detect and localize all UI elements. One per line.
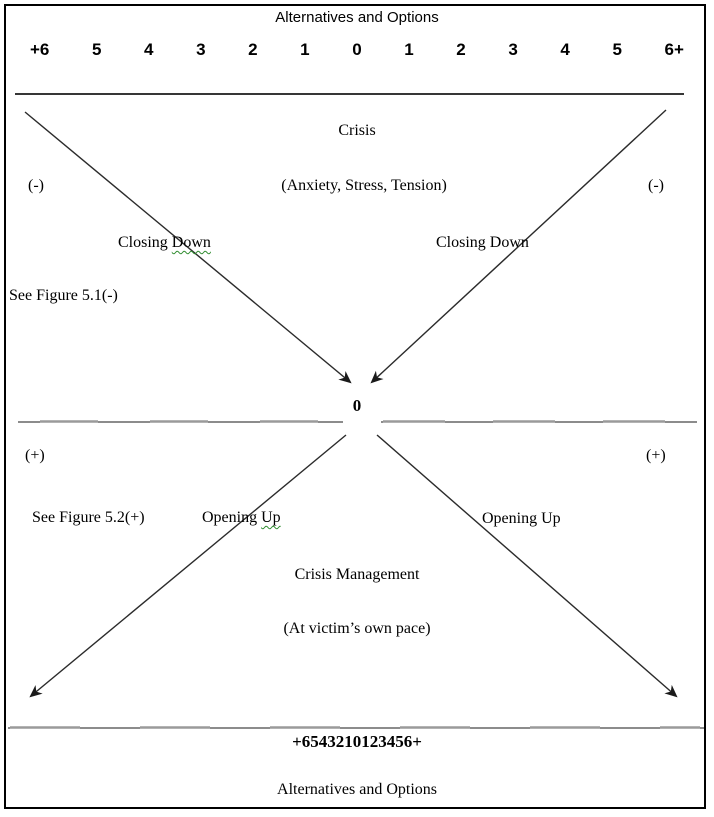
opening-up-left-prefix: Opening: [202, 509, 262, 526]
lower-right-diagonal-arrow: [376, 434, 678, 698]
scale-tick: 3: [508, 40, 518, 59]
closing-down-left-misspelled-word: Down: [171, 234, 211, 251]
plus-sign-right: (+): [646, 447, 666, 464]
minus-sign-right: (-): [648, 177, 664, 194]
closing-down-left-prefix: Closing: [118, 234, 172, 251]
scale-tick: 6+: [664, 40, 684, 59]
scale-tick: 4: [144, 40, 154, 59]
plus-sign-left: (+): [25, 447, 45, 464]
scale-tick: 1: [404, 40, 414, 59]
crisis-sub-label: (Anxiety, Stress, Tension): [281, 177, 447, 194]
crisis-management-sub-label: (At victim’s own pace): [283, 620, 431, 637]
scale-tick: 2: [248, 40, 258, 59]
crisis-label: Crisis: [338, 122, 376, 139]
lower-left-diagonal-arrow: [29, 434, 347, 698]
crisis-management-label: Crisis Management: [294, 566, 420, 583]
upper-right-diagonal-arrow: [370, 109, 667, 384]
scale-tick: +6: [30, 40, 50, 59]
zero-origin-label: 0: [352, 396, 362, 415]
scale-tick: 5: [612, 40, 622, 59]
closing-down-right-label: Closing Down: [436, 234, 529, 251]
see-figure-52-label: See Figure 5.2(+): [32, 509, 145, 526]
see-figure-51-label: See Figure 5.1(-): [9, 287, 118, 304]
top-title: Alternatives and Options: [275, 9, 439, 26]
opening-up-left-label: Opening Up: [202, 509, 281, 527]
scale-tick: 1: [300, 40, 310, 59]
bottom-title: Alternatives and Options: [277, 781, 437, 798]
top-scale-row: +6 5 4 3 2 1 0 1 2 3 4 5 6+: [30, 40, 684, 60]
bottom-scale-label: +6543210123456+: [292, 732, 422, 751]
scale-tick: 3: [196, 40, 206, 59]
scale-tick: 5: [91, 40, 102, 59]
scale-tick: 4: [560, 40, 570, 59]
opening-up-left-misspelled-word: Up: [261, 509, 281, 526]
closing-down-left-label: Closing Down: [118, 234, 211, 252]
opening-up-right-label: Opening Up: [482, 510, 561, 527]
minus-sign-left: (-): [28, 177, 44, 194]
upper-left-diagonal-arrow: [24, 111, 352, 384]
scale-tick: 0: [352, 40, 362, 59]
scale-tick: 2: [456, 40, 466, 59]
